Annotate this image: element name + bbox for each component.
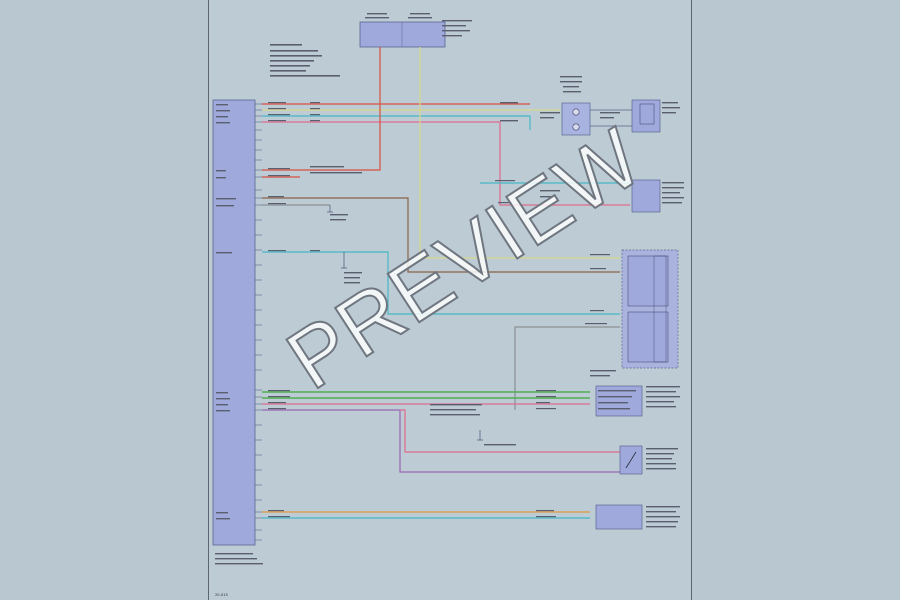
switch-lever-icon [625, 451, 637, 469]
connector-right-2 [631, 179, 661, 213]
illegible-label-marks [215, 13, 684, 565]
sensor-upper [627, 255, 669, 307]
switch-contact-icon [572, 108, 580, 116]
wire-red-to-fuse [262, 47, 381, 171]
wire-purple [262, 409, 620, 473]
diagram-sheet [208, 0, 692, 600]
module-lower-2 [595, 504, 643, 530]
wire-brown [262, 197, 620, 273]
module-pin-ticks [255, 103, 262, 541]
main-control-module [212, 99, 256, 546]
fuse-box [359, 21, 446, 48]
ground-icon [327, 205, 483, 441]
page-label: 20-015 [215, 593, 228, 597]
wire-pink-top [262, 121, 630, 206]
sensor-side-bar [653, 255, 667, 363]
wire-yellow-long [419, 47, 620, 259]
connector-right-1 [631, 99, 661, 133]
switch-contact-icon [572, 123, 580, 131]
sensor-lower [627, 311, 669, 363]
wire-cyan-mid [262, 251, 620, 315]
wire-cyan-top [262, 115, 531, 130]
wire-pink-lower [400, 409, 620, 453]
connector-inner [639, 103, 655, 125]
wire-gray-mid [514, 326, 620, 410]
